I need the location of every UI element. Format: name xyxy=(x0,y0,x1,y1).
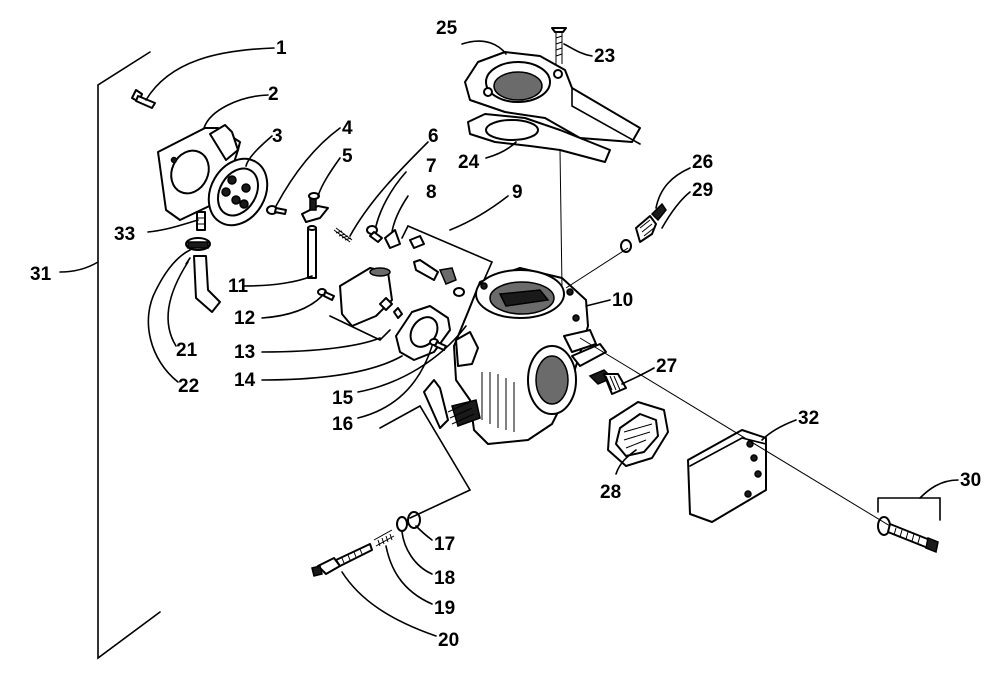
callout-4: 4 xyxy=(342,118,353,139)
assembly-bracket-needle xyxy=(379,404,472,519)
part-needle-clip xyxy=(384,229,401,249)
callout-19: 19 xyxy=(434,598,455,619)
part-bowl-screw xyxy=(317,288,335,301)
callout-29: 29 xyxy=(692,180,713,201)
callout-16: 16 xyxy=(332,414,353,435)
leader-lines xyxy=(59,40,959,637)
part-intake-flange xyxy=(464,51,641,145)
callout-3: 3 xyxy=(272,126,283,147)
part-lever-screw xyxy=(266,205,287,215)
part-clip-screw xyxy=(366,225,383,243)
assembly-bracket-31 xyxy=(97,51,161,660)
part-carburetor-body xyxy=(423,267,607,445)
callout-labels: 1 2 3 4 5 6 7 8 9 10 11 12 13 14 15 16 1… xyxy=(30,18,981,651)
callout-8: 8 xyxy=(426,182,437,203)
callout-31: 31 xyxy=(30,264,52,285)
callout-28: 28 xyxy=(600,482,621,503)
part-pilot-screw xyxy=(635,202,667,243)
part-cover-gasket xyxy=(607,401,669,467)
part-float-bowl-cover xyxy=(329,267,403,341)
callout-6: 6 xyxy=(428,126,439,147)
callout-18: 18 xyxy=(434,568,455,589)
part-float-lever xyxy=(301,192,329,223)
callout-10: 10 xyxy=(612,290,633,311)
callout-23: 23 xyxy=(594,46,615,67)
callout-30: 30 xyxy=(960,470,981,491)
callout-22: 22 xyxy=(178,376,199,397)
part-flange-screw xyxy=(551,27,567,64)
part-needle-washer-a xyxy=(396,516,408,532)
part-idle-screw xyxy=(588,369,627,395)
callout-14: 14 xyxy=(234,370,256,391)
part-mixture-needle xyxy=(311,543,373,577)
callout-2: 2 xyxy=(268,84,279,105)
part-cover-screw-set xyxy=(877,497,941,554)
callout-13: 13 xyxy=(234,342,255,363)
part-inlet-needle-assembly xyxy=(401,225,494,297)
callout-11: 11 xyxy=(228,276,249,297)
callout-27: 27 xyxy=(656,356,677,377)
part-hose-fitting xyxy=(196,211,206,231)
callout-32: 32 xyxy=(798,408,819,429)
part-pilot-oring xyxy=(620,239,632,253)
part-cover-screw xyxy=(131,89,156,109)
callout-24: 24 xyxy=(458,152,480,173)
callout-1: 1 xyxy=(276,38,287,59)
callout-33: 33 xyxy=(114,224,135,245)
part-needle-spring xyxy=(333,227,353,243)
part-lever-pin xyxy=(307,225,317,279)
callout-26: 26 xyxy=(692,152,713,173)
part-needle-spring-small xyxy=(373,529,395,547)
part-flange-gasket xyxy=(467,113,611,163)
callout-25: 25 xyxy=(436,18,458,39)
callout-20: 20 xyxy=(438,630,459,651)
part-fuel-hose xyxy=(185,237,221,313)
callout-5: 5 xyxy=(342,146,353,167)
callout-21: 21 xyxy=(176,340,198,361)
callout-15: 15 xyxy=(332,388,354,409)
callout-7: 7 xyxy=(426,156,437,177)
alignment-lines xyxy=(559,149,891,527)
callout-9: 9 xyxy=(512,182,523,203)
callout-12: 12 xyxy=(234,308,255,329)
part-needle-washer-b xyxy=(407,511,421,529)
callout-17: 17 xyxy=(434,534,455,555)
part-pump-diaphragm xyxy=(207,157,269,227)
